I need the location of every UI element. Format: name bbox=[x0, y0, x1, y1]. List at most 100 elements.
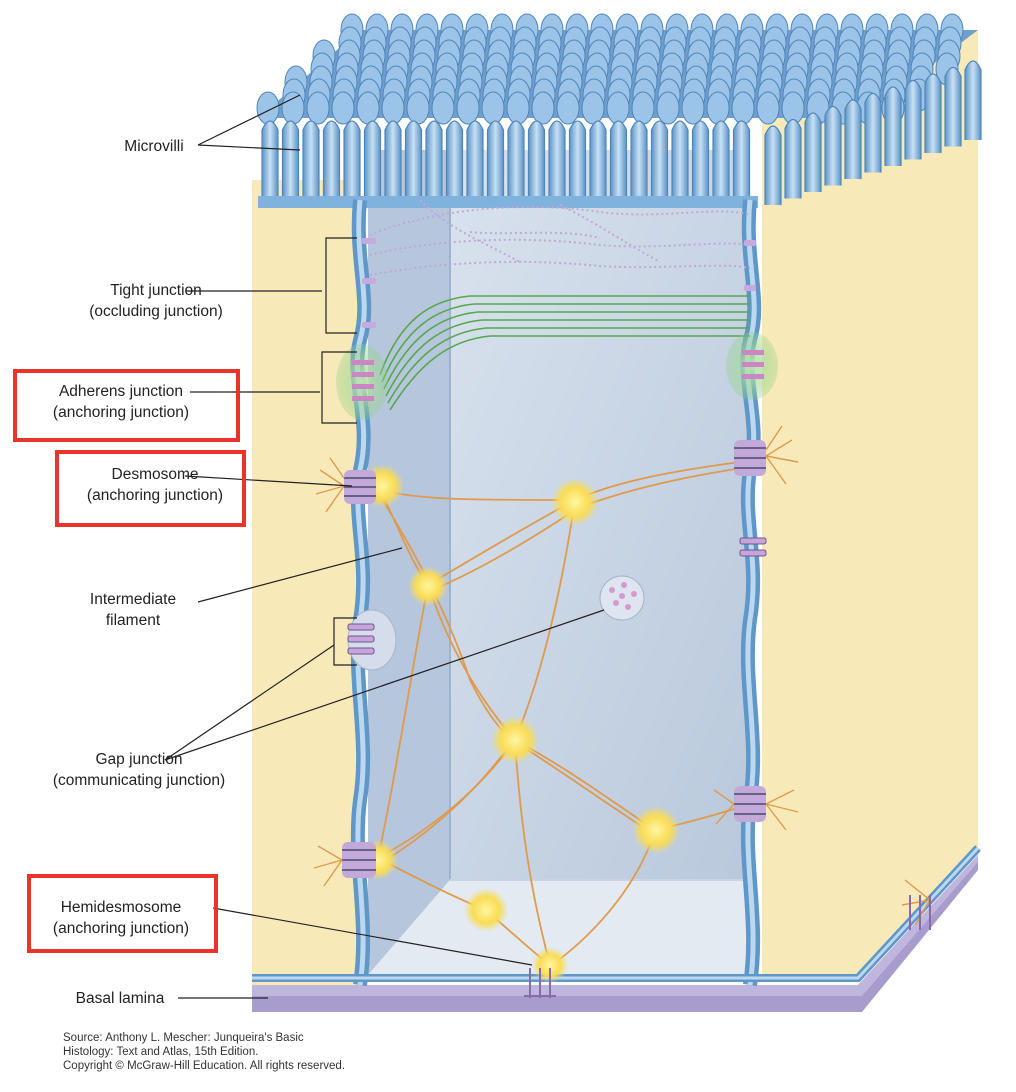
microvillus-tip bbox=[256, 91, 280, 125]
microvillus bbox=[964, 60, 982, 140]
highlight-box-desmosome bbox=[55, 450, 246, 527]
tight-junction-points bbox=[362, 238, 756, 328]
microvillus bbox=[924, 73, 942, 153]
source-credit: Source: Anthony L. Mescher: Junqueira's … bbox=[63, 1031, 345, 1073]
microvillus bbox=[712, 120, 730, 205]
adherens-junction-left bbox=[336, 344, 388, 420]
label-microvilli: Microvilli bbox=[118, 136, 190, 157]
microvillus-tip bbox=[331, 91, 355, 125]
microvillus-tip bbox=[456, 91, 480, 125]
microvillus-tip bbox=[381, 91, 405, 125]
label-gap-junction-line-2: (communicating junction) bbox=[52, 772, 226, 789]
microvillus-tip bbox=[531, 91, 555, 125]
microvillus-tip bbox=[431, 91, 455, 125]
microvillus bbox=[589, 120, 607, 205]
microvillus bbox=[486, 120, 505, 205]
microvillus bbox=[445, 120, 464, 205]
microvillus bbox=[281, 120, 300, 205]
microvillus-tip bbox=[581, 91, 605, 125]
gap-junction-left bbox=[347, 609, 397, 671]
microvillus bbox=[804, 112, 822, 192]
microvillus bbox=[466, 120, 484, 205]
label-adherens-junction: Adherens junction (anchoring junction) bbox=[36, 381, 206, 423]
label-adherens-junction-line-2: (anchoring junction) bbox=[52, 404, 190, 421]
microvillus-tip bbox=[681, 91, 705, 125]
microvillus bbox=[425, 120, 443, 205]
microvillus-tip bbox=[506, 91, 530, 125]
microvillus bbox=[630, 120, 648, 205]
microvillus-tip bbox=[406, 91, 430, 125]
label-basal-lamina-line-1: Basal lamina bbox=[75, 990, 165, 1007]
microvillus bbox=[764, 125, 782, 205]
cell-illustration bbox=[164, 13, 982, 1012]
microvillus bbox=[944, 66, 962, 147]
basal-lamina-slab bbox=[252, 855, 978, 1012]
microvillus bbox=[404, 120, 423, 205]
label-tight-junction-line-2: (occluding junction) bbox=[89, 303, 223, 320]
microvillus-tip bbox=[481, 91, 505, 125]
microvillus bbox=[864, 92, 882, 173]
microvillus bbox=[884, 86, 902, 166]
microvillus bbox=[691, 120, 710, 205]
microvillus-tip bbox=[631, 91, 655, 125]
microvillus bbox=[261, 120, 279, 205]
microvillus bbox=[568, 120, 587, 205]
microvillus bbox=[302, 120, 320, 205]
source-line-3: Copyright © McGraw-Hill Education. All r… bbox=[63, 1060, 346, 1072]
label-hemidesmosome-line-2: (anchoring junction) bbox=[52, 920, 190, 937]
highlight-box-hemidesmosome bbox=[27, 874, 218, 953]
label-hemidesmosome-line-1: Hemidesmosome bbox=[60, 899, 182, 916]
label-tight-junction: Tight junction (occluding junction) bbox=[72, 280, 240, 322]
source-line-1: Source: Anthony L. Mescher: Junqueira's … bbox=[63, 1032, 304, 1044]
microvillus bbox=[507, 120, 525, 205]
desmosome-tufts bbox=[313, 425, 931, 926]
leader-lines bbox=[164, 94, 605, 999]
highlight-box-adherens-junction bbox=[13, 369, 240, 442]
microvillus bbox=[527, 120, 546, 205]
label-desmosome-line-1: Desmosome bbox=[111, 466, 199, 483]
microvillus bbox=[671, 120, 689, 205]
microvillus-tip bbox=[656, 91, 680, 125]
label-gap-junction-line-1: Gap junction bbox=[95, 751, 183, 768]
right-side-face bbox=[762, 30, 978, 982]
microvilli-top-surface bbox=[256, 13, 978, 125]
microvillus bbox=[384, 120, 402, 205]
microvillus bbox=[824, 105, 842, 186]
microvillus bbox=[904, 79, 922, 160]
microvillus bbox=[548, 120, 566, 205]
microvillus-tip bbox=[606, 91, 630, 125]
microvilli-front-row bbox=[258, 60, 982, 208]
microvillus bbox=[322, 120, 341, 205]
label-hemidesmosome: Hemidesmosome (anchoring junction) bbox=[36, 897, 206, 939]
microvillus bbox=[363, 120, 382, 205]
microvillus bbox=[844, 99, 862, 179]
microvillus-tip bbox=[306, 91, 330, 125]
microvillus bbox=[650, 120, 669, 205]
label-gap-junction: Gap junction (communicating junction) bbox=[34, 749, 244, 791]
microvillus-tip bbox=[706, 91, 730, 125]
actin-filament-band bbox=[379, 295, 750, 411]
microvillus bbox=[732, 120, 751, 205]
label-adherens-junction-line-1: Adherens junction bbox=[58, 383, 184, 400]
label-basal-lamina: Basal lamina bbox=[64, 988, 176, 1009]
label-intermediate-filament-line-2: filament bbox=[105, 612, 161, 629]
label-intermediate-filament-line-1: Intermediate bbox=[89, 591, 177, 608]
microvillus bbox=[343, 120, 361, 205]
microvillus-tip bbox=[731, 91, 755, 125]
hemidesmosome bbox=[524, 968, 556, 998]
label-microvilli-line-1: Microvilli bbox=[124, 138, 184, 155]
microvillus bbox=[609, 120, 628, 205]
apical-membrane bbox=[258, 196, 758, 208]
microvillus bbox=[784, 118, 802, 199]
tight-junction-strands bbox=[369, 199, 751, 276]
microvillus-tip bbox=[756, 91, 780, 125]
gap-junction-face-view bbox=[599, 575, 645, 621]
label-tight-junction-line-1: Tight junction bbox=[110, 282, 202, 299]
label-intermediate-filament: Intermediate filament bbox=[78, 589, 188, 631]
microvillus-tip bbox=[356, 91, 380, 125]
gap-junction-right bbox=[739, 537, 767, 557]
label-desmosome: Desmosome (anchoring junction) bbox=[70, 464, 240, 506]
microvillus-tip bbox=[556, 91, 580, 125]
microvillus-tip bbox=[281, 91, 305, 125]
